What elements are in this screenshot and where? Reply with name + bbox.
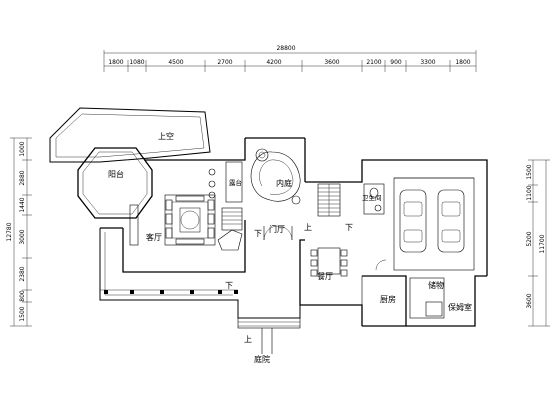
bathroom-label: 卫生间: [362, 193, 382, 202]
left-dimension-1: 1000: [19, 141, 26, 156]
up-marker-bottom: 上: [244, 335, 252, 344]
right-total-dimension: 11700: [539, 234, 546, 253]
right-dimension-2: 1100: [526, 185, 533, 200]
plant-pots: [208, 168, 216, 199]
main-walls: [100, 137, 488, 327]
down-marker-left: 下: [225, 281, 233, 290]
right-dimension-1: 1500: [526, 164, 533, 179]
living-room: 客厅: [129, 168, 216, 246]
right-dimension-4: 3600: [526, 293, 533, 308]
balcony-strip: 露台: [225, 161, 243, 203]
top-dimension-4: 2700: [217, 59, 232, 66]
left-dimension-7: 1500: [19, 306, 26, 321]
maid-room-label: 保姆室: [448, 302, 472, 312]
overall-dimension-label: 28800: [276, 45, 295, 52]
kitchen: 厨房: [361, 259, 407, 327]
front-terrace: [99, 228, 301, 319]
foyer: 门厅 下 下: [225, 224, 293, 290]
top-dimension-7: 2100: [366, 59, 381, 66]
left-dimension-3: 1440: [19, 197, 26, 212]
left-total-dimension: 12780: [6, 222, 13, 241]
kitchen-label: 厨房: [380, 294, 396, 304]
right-dimension-3: 5200: [526, 231, 533, 246]
car-right: [437, 189, 465, 253]
main-stair: [217, 207, 243, 251]
top-dimension-1: 1800: [108, 59, 123, 66]
balcony-strip-label: 露台: [229, 178, 242, 187]
storage-label: 储物: [428, 280, 444, 290]
left-dimension-2: 2880: [19, 170, 26, 185]
top-dimension-2: 1080: [129, 59, 144, 66]
center-stair-block: 上 下: [304, 183, 353, 232]
top-dimension-9: 3300: [420, 59, 435, 66]
sun-room-label: 阳台: [108, 169, 124, 179]
railing-posts: [104, 290, 238, 294]
front-yard-label: 庭院: [254, 354, 270, 364]
up-marker-stair: 上: [304, 223, 312, 232]
left-dimension-5: 2380: [19, 266, 26, 281]
top-dimension-5: 4200: [266, 59, 281, 66]
courtyard: 内庭: [250, 148, 301, 205]
top-dimension-10: 1800: [455, 59, 470, 66]
sofa-set: [165, 195, 215, 245]
sun-room-octagon: 阳台: [77, 147, 153, 219]
left-dimension-chain: 1000 2880 1440 3000 2380 800 1500 12780: [6, 137, 32, 327]
storage: 储物: [409, 277, 445, 319]
left-dimension-6: 800: [19, 290, 26, 302]
top-dimension-6: 3600: [324, 59, 339, 66]
tv-cabinet: [129, 204, 139, 246]
bathroom: 卫生间: [362, 183, 385, 215]
garage: [393, 177, 475, 271]
left-dimension-4: 3000: [19, 229, 26, 244]
entrance-steps: 上 庭院: [237, 317, 301, 364]
down-marker-right: 下: [345, 223, 353, 232]
top-dimension-chain: 28800 1800 1080 4500 2700 4200 3600 2100…: [103, 45, 477, 72]
down-marker-foyer: 下: [254, 229, 262, 238]
dining-room: 餐厅: [310, 247, 348, 281]
upper-void-area: 上空: [49, 107, 211, 163]
living-room-label: 客厅: [146, 232, 162, 242]
right-dimension-chain: 1500 1100 5200 3600 11700: [526, 159, 550, 327]
foyer-label: 门厅: [269, 224, 285, 234]
dimension-ticks: [103, 50, 477, 72]
courtyard-label: 内庭: [276, 178, 292, 188]
car-left: [399, 189, 427, 253]
dining-room-label: 餐厅: [317, 272, 333, 281]
top-dimension-3: 4500: [168, 59, 183, 66]
top-dimension-8: 900: [390, 59, 402, 66]
upper-void-label: 上空: [158, 131, 174, 141]
